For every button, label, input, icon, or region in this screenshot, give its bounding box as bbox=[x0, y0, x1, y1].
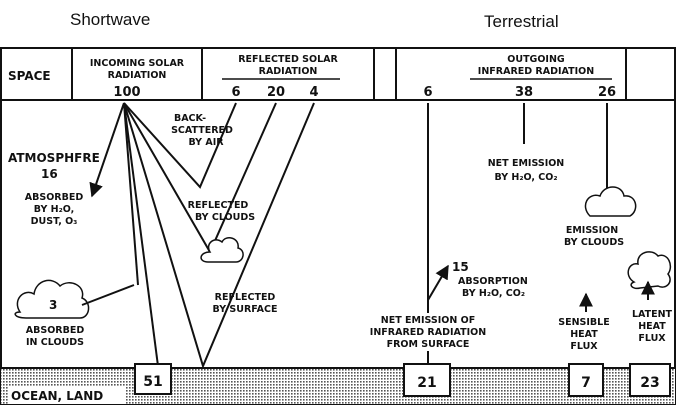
reflected-surface-1: REFLECTED bbox=[215, 292, 276, 303]
sensible-heat-3: FLUX bbox=[570, 341, 598, 352]
emitting-cloud-icon bbox=[585, 187, 635, 216]
latent-heat-value: 23 bbox=[640, 375, 659, 391]
cloud-absorbed-value: 3 bbox=[49, 298, 57, 312]
outgoing-value-atmosphere: 38 bbox=[515, 85, 533, 100]
net-emission-surface-1: NET EMISSION OF bbox=[381, 315, 475, 326]
cloud-absorbed-1: ABSORBED bbox=[26, 325, 85, 336]
reflecting-cloud-icon bbox=[201, 238, 243, 262]
absorption-1: ABSORPTION bbox=[458, 276, 528, 287]
atm-absorption-arrow bbox=[92, 103, 124, 196]
latent-cloud-icon bbox=[628, 252, 670, 289]
atm-absorbed-2: BY H₂O, bbox=[34, 204, 75, 215]
net-emission-surface-3: FROM SURFACE bbox=[387, 339, 470, 350]
latent-heat-1: LATENT bbox=[632, 309, 673, 320]
outgoing-header-1: OUTGOING bbox=[507, 54, 565, 65]
reflected-clouds-2: BY CLOUDS bbox=[195, 212, 255, 223]
latent-heat-3: FLUX bbox=[638, 333, 666, 344]
backscatter-3: BY AIR bbox=[188, 137, 224, 148]
terrestrial-header: Terrestrial bbox=[484, 12, 559, 31]
surface-absorbed-value: 51 bbox=[143, 374, 162, 390]
net-emission-atm-1: NET EMISSION bbox=[488, 158, 565, 169]
emission-clouds-2: BY CLOUDS bbox=[564, 237, 624, 248]
surface-absorption-ray bbox=[124, 103, 158, 366]
outgoing-value-surface: 6 bbox=[423, 85, 432, 100]
atm-absorbed-3: DUST, O₃ bbox=[31, 216, 78, 227]
shortwave-header: Shortwave bbox=[70, 10, 150, 29]
reflected-header-1: REFLECTED SOLAR bbox=[238, 54, 338, 65]
space-label: SPACE bbox=[8, 69, 51, 83]
reflected-clouds-1: REFLECTED bbox=[188, 200, 249, 211]
reflected-value-air: 6 bbox=[231, 85, 240, 100]
absorption-value: 15 bbox=[452, 260, 469, 274]
net-infrared-value: 21 bbox=[417, 375, 436, 391]
emission-clouds-1: EMISSION bbox=[566, 225, 618, 236]
absorption-arrow bbox=[428, 266, 448, 300]
sensible-heat-2: HEAT bbox=[570, 329, 598, 340]
latent-heat-2: HEAT bbox=[638, 321, 666, 332]
incoming-label-1: INCOMING SOLAR bbox=[90, 58, 185, 69]
reflected-value-surface: 4 bbox=[309, 85, 318, 100]
net-emission-atm-2: BY H₂O, CO₂ bbox=[494, 172, 557, 183]
cloud-absorbed-connector bbox=[82, 285, 134, 305]
incoming-value: 100 bbox=[113, 85, 140, 100]
reflected-value-clouds: 20 bbox=[267, 85, 285, 100]
outgoing-value-clouds: 26 bbox=[598, 85, 616, 100]
backscatter-1: BACK- bbox=[174, 113, 206, 124]
sensible-heat-1: SENSIBLE bbox=[558, 317, 609, 328]
reflected-surface-2: BY SURFACE bbox=[213, 304, 278, 315]
absorption-2: BY H₂O, CO₂ bbox=[462, 288, 525, 299]
net-emission-surface-2: INFRARED RADIATION bbox=[370, 327, 486, 338]
cloud-absorbed-2: IN CLOUDS bbox=[26, 337, 84, 348]
atm-absorbed-value: 16 bbox=[41, 167, 58, 181]
backscatter-2: SCATTERED bbox=[171, 125, 233, 136]
surface-label: OCEAN, LAND bbox=[11, 389, 103, 403]
atm-absorbed-1: ABSORBED bbox=[25, 192, 84, 203]
outgoing-header-2: INFRARED RADIATION bbox=[478, 66, 594, 77]
reflected-header-2: RADIATION bbox=[259, 66, 318, 77]
atmosphere-label: ATMOSPHFRE bbox=[8, 151, 100, 165]
sensible-heat-value: 7 bbox=[581, 375, 591, 391]
incoming-label-2: RADIATION bbox=[108, 70, 167, 81]
